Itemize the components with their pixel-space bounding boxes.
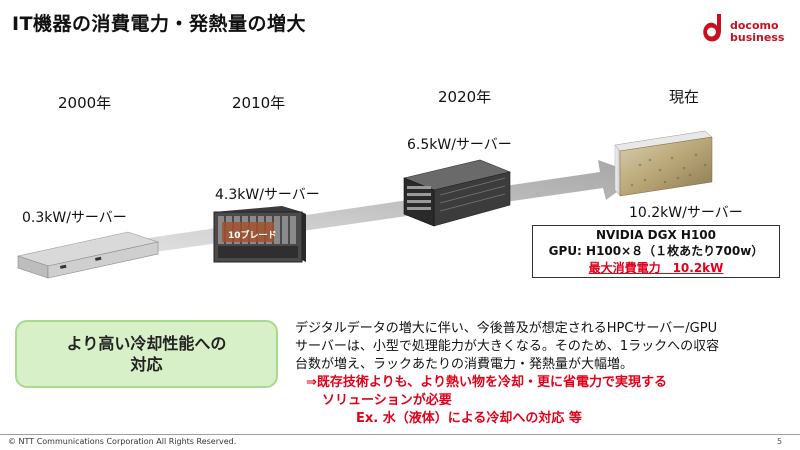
server-1u-icon xyxy=(16,231,160,279)
conclusion-line1: ⇒既存技術よりも、より熱い物を冷却・更に省電力で実現する xyxy=(306,375,667,390)
footer-divider xyxy=(0,434,800,435)
dgx-gpu-spec: GPU: H100×８（１枚あたり700w） xyxy=(548,244,764,258)
year-2010: 2010年 xyxy=(232,94,286,112)
docomo-logo-mark-icon xyxy=(703,14,721,42)
power-2000: 0.3kW/サーバー xyxy=(22,210,127,226)
dgx-spec-box: NVIDIA DGX H100 GPU: H100×８（１枚あたり700w） 最… xyxy=(532,225,780,278)
description-line1: デジタルデータの増大に伴い、今後普及が想定されるHPCサーバー/GPU xyxy=(295,321,718,336)
docomo-business-logo: docomo business xyxy=(700,12,796,48)
page-title: IT機器の消費電力・発熱量の増大 xyxy=(12,13,307,35)
year-2020: 2020年 xyxy=(438,88,492,106)
power-2020: 6.5kW/サーバー xyxy=(407,137,512,153)
logo-text-business: business xyxy=(730,31,785,44)
power-current: 10.2kW/サーバー xyxy=(629,205,743,221)
dgx-server-icon xyxy=(614,130,713,197)
logo-text-docomo: docomo xyxy=(730,19,779,32)
description-text: デジタルデータの増大に伴い、今後普及が想定されるHPCサーバー/GPU サーバー… xyxy=(295,320,795,374)
conclusion-line3: Ex. 水（液体）による冷却への対応 等 xyxy=(356,411,582,426)
description-line2: サーバーは、小型で処理能力が大きくなる。そのため、1ラックへの収容 xyxy=(295,339,720,354)
description-line3: 台数が増え、ラックあたりの消費電力・発熱量が大幅増。 xyxy=(295,357,634,372)
conclusion-line2: ソリューションが必要 xyxy=(322,393,452,408)
copyright-notice: © NTT Communications Corporation All Rig… xyxy=(8,437,237,446)
power-2010: 4.3kW/サーバー xyxy=(215,187,320,203)
year-2000: 2000年 xyxy=(58,94,112,112)
cooling-callout-line1: より高い冷却性能への xyxy=(66,334,227,353)
year-current: 現在 xyxy=(669,88,700,106)
page-number: 5 xyxy=(777,437,783,446)
cooling-callout-line2: 対応 xyxy=(130,355,163,374)
blade-count-badge: 10ブレード xyxy=(228,231,277,241)
dgx-model-name: NVIDIA DGX H100 xyxy=(595,228,717,242)
cooling-callout: より高い冷却性能への 対応 xyxy=(15,320,278,388)
dgx-max-power: 最大消費電力 10.2kW xyxy=(588,261,724,275)
blade-chassis-icon xyxy=(213,206,306,263)
server-4u-icon xyxy=(403,159,511,227)
